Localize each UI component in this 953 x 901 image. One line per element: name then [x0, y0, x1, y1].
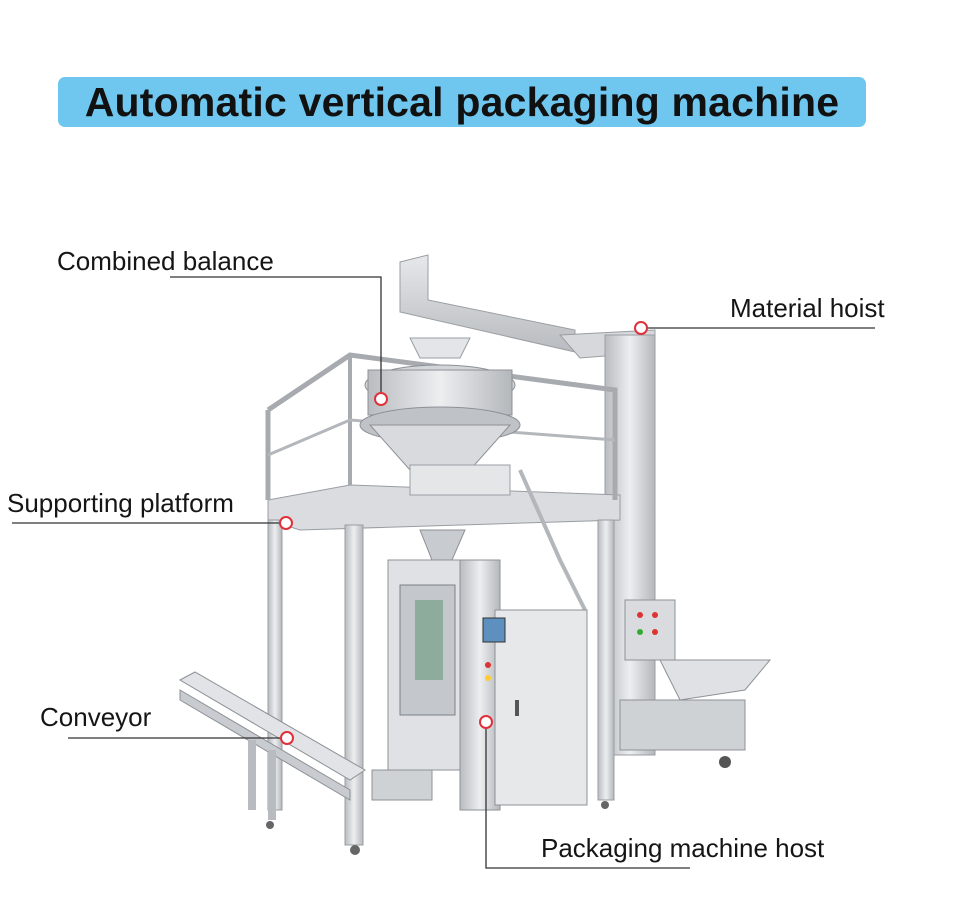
packaging-machine-host: [371, 529, 588, 811]
label-material-hoist: Material hoist: [730, 293, 885, 323]
combined-balance: [359, 337, 521, 496]
label-combined-balance: Combined balance: [57, 246, 274, 276]
marker-packaging-host: [479, 715, 493, 729]
leader-combined-balance: [170, 276, 382, 399]
conveyor: [178, 671, 609, 855]
marker-material-hoist: [634, 321, 648, 335]
title-banner: Automatic vertical packaging machine: [58, 77, 866, 127]
marker-supporting-platform: [279, 516, 293, 530]
label-supporting-platform: Supporting platform: [7, 488, 234, 518]
marker-combined-balance: [374, 392, 388, 406]
label-conveyor: Conveyor: [40, 702, 152, 732]
marker-conveyor: [280, 731, 294, 745]
page-title: Automatic vertical packaging machine: [84, 78, 840, 125]
leader-lines: [12, 276, 875, 869]
label-packaging-machine-host: Packaging machine host: [541, 833, 825, 863]
leader-packaging-host: [485, 722, 690, 869]
